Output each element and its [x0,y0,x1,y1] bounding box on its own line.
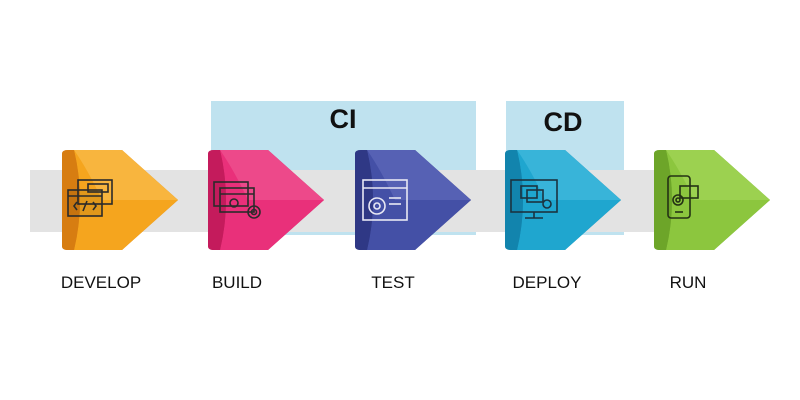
monitor-deploy-icon [510,179,558,219]
stage-build [208,150,324,250]
browser-gear-icon [362,179,408,221]
build-windows-gear-icon [213,181,261,219]
stage-label-deploy: DEPLOY [513,273,582,292]
ci-label: CI [330,104,357,134]
chevron-side [654,150,672,250]
chevron-highlight [517,150,621,200]
stage-run [654,150,770,250]
chevron-side [62,150,80,250]
chevron-side [505,150,523,250]
mobile-gear-icon [667,175,699,219]
stage-deploy [505,150,621,250]
chevron-side [208,150,226,250]
stage-label-run: RUN [670,273,707,292]
stage-label-build: BUILD [212,273,262,292]
chevron-highlight [666,150,770,200]
stage-label-develop: DEVELOP [61,273,141,292]
stage-test [355,150,471,250]
chevron-highlight [74,150,178,200]
code-windows-icon [67,179,113,217]
stage-label-test: TEST [371,273,414,292]
cd-label: CD [544,107,583,137]
stage-develop [62,150,178,250]
chevron-side [355,150,373,250]
